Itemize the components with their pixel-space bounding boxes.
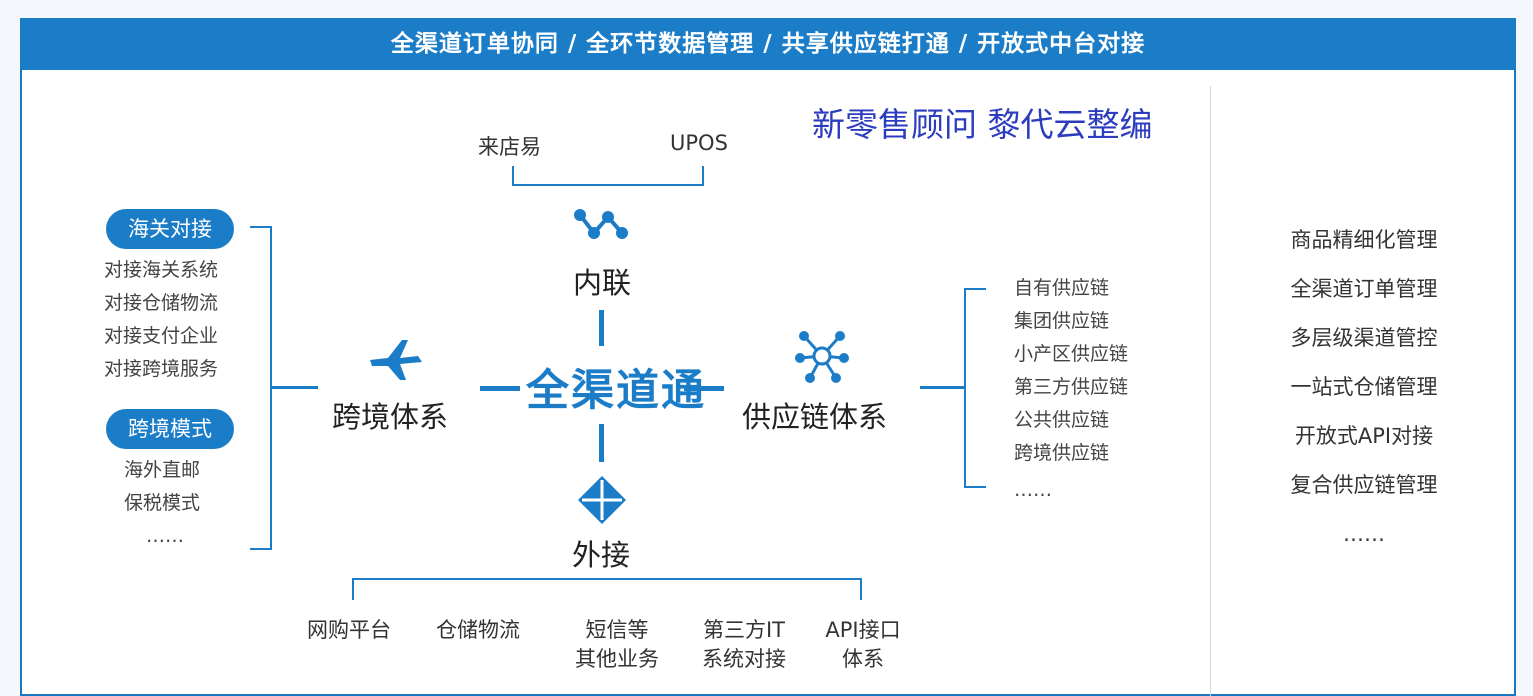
watermark: 新零售顾问 黎代云整编	[812, 105, 1153, 144]
top-item-laidianyi: 来店易	[478, 135, 541, 159]
supply-chain-item: ……	[1014, 479, 1052, 501]
right-bracket	[964, 288, 986, 488]
supply-chain-item: 小产区供应链	[1014, 343, 1129, 365]
customs-list: 对接海关系统 对接仓储物流 对接支付企业 对接跨境服务	[104, 254, 218, 386]
bottom-item-third-party-it: 第三方IT 系统对接	[702, 618, 786, 671]
right-bracket-connector	[920, 386, 964, 389]
airplane-icon	[370, 340, 422, 380]
feature-list: 商品精细化管理 全渠道订单管理 多层级渠道管控 一站式仓储管理 开放式API对接…	[1264, 222, 1464, 565]
supply-chain-item: 自有供应链	[1014, 277, 1110, 299]
mode-item: ……	[146, 525, 184, 547]
feature-item: 复合供应链管理	[1290, 473, 1438, 497]
supply-chain-item: 跨境供应链	[1014, 442, 1110, 464]
network-nodes-icon	[574, 209, 628, 239]
bottom-item-api: API接口 体系	[825, 618, 901, 671]
cross-border-mode-list: 海外直邮 保税模式 ……	[124, 454, 200, 553]
header-title: 全渠道订单协同 / 全环节数据管理 / 共享供应链打通 / 开放式中台对接	[390, 31, 1146, 57]
feature-item: 全渠道订单管理	[1290, 277, 1438, 301]
top-item-upos: UPOS	[670, 131, 728, 155]
feature-item: ……	[1343, 522, 1385, 546]
customs-item: 对接海关系统	[104, 259, 219, 281]
bottom-connector	[599, 424, 604, 462]
diamond-arrows-icon	[578, 476, 626, 524]
top-label: 内联	[573, 266, 632, 300]
bottom-item-warehouse: 仓储物流	[436, 618, 520, 642]
bottom-item-sms: 短信等 其他业务	[575, 618, 659, 671]
bottom-bracket	[352, 578, 862, 600]
supply-chain-item: 集团供应链	[1014, 310, 1110, 332]
left-label: 跨境体系	[332, 400, 449, 434]
header-bar: 全渠道订单协同 / 全环节数据管理 / 共享供应链打通 / 开放式中台对接	[20, 18, 1516, 70]
feature-item: 多层级渠道管控	[1290, 326, 1438, 350]
bottom-label: 外接	[572, 538, 631, 572]
hub-nodes-icon	[795, 331, 849, 383]
feature-item: 一站式仓储管理	[1290, 375, 1438, 399]
left-bracket-connector	[272, 386, 318, 389]
mode-item: 保税模式	[124, 492, 201, 514]
center-label: 全渠道通	[526, 366, 706, 416]
right-label: 供应链体系	[742, 400, 888, 434]
customs-item: 对接跨境服务	[104, 358, 219, 380]
left-bracket	[250, 226, 272, 550]
left-center-connector	[480, 386, 520, 391]
right-center-connector	[684, 386, 724, 391]
feature-item: 开放式API对接	[1294, 424, 1434, 448]
mode-item: 海外直邮	[124, 459, 201, 481]
supply-chain-item: 第三方供应链	[1014, 376, 1129, 398]
pill-customs: 海关对接	[106, 209, 234, 249]
customs-item: 对接支付企业	[104, 325, 219, 347]
feature-item: 商品精细化管理	[1290, 228, 1438, 252]
pill-cross-border-mode: 跨境模式	[106, 409, 234, 449]
bottom-item-online-shopping: 网购平台	[307, 618, 391, 642]
supply-chain-list: 自有供应链 集团供应链 小产区供应链 第三方供应链 公共供应链 跨境供应链 ……	[1014, 272, 1128, 507]
top-connector	[599, 310, 604, 346]
diagram-frame	[20, 18, 1516, 696]
right-divider	[1210, 86, 1211, 696]
top-bracket	[512, 166, 704, 186]
supply-chain-item: 公共供应链	[1014, 409, 1110, 431]
customs-item: 对接仓储物流	[104, 292, 219, 314]
